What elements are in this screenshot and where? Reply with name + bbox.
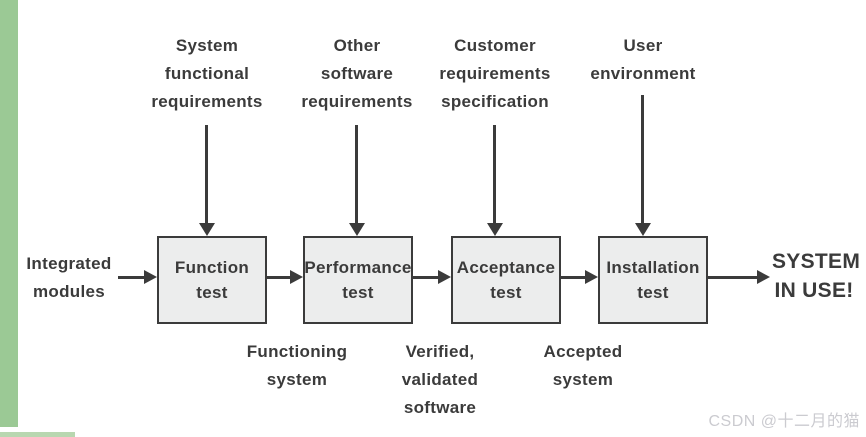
label-other-software-requirements: Other software requirements bbox=[301, 36, 413, 111]
arrow-down-icon bbox=[199, 223, 215, 236]
arrow-down-line bbox=[493, 125, 496, 223]
arrow-down-line bbox=[355, 125, 358, 223]
arrow-down-icon bbox=[635, 223, 651, 236]
arrow-right-line bbox=[267, 276, 291, 279]
label-accepted-system: Accepted system bbox=[543, 342, 623, 389]
arrow-right-icon bbox=[290, 270, 303, 284]
box-installation-test: Installation test bbox=[598, 236, 708, 324]
arrow-right-line bbox=[413, 276, 439, 279]
label-verified-validated-software: Verified, validated software bbox=[401, 342, 479, 417]
box-performance-test: Performance test bbox=[303, 236, 413, 324]
label-user-environment: User environment bbox=[590, 36, 696, 83]
arrow-right-icon bbox=[585, 270, 598, 284]
arrow-right-icon bbox=[757, 270, 770, 284]
arrow-down-line bbox=[205, 125, 208, 223]
arrow-right-line bbox=[118, 276, 145, 279]
arrow-right-line bbox=[708, 276, 758, 279]
arrow-right-line bbox=[561, 276, 586, 279]
box-acceptance-test: Acceptance test bbox=[451, 236, 561, 324]
arrow-right-icon bbox=[144, 270, 157, 284]
arrow-down-icon bbox=[487, 223, 503, 236]
label-integrated-modules: Integrated modules bbox=[26, 254, 112, 301]
arrow-down-icon bbox=[349, 223, 365, 236]
bottom-accent-strip bbox=[0, 432, 75, 437]
box-function-test: Function test bbox=[157, 236, 267, 324]
label-system-in-use: SYSTEM IN USE! bbox=[772, 250, 861, 302]
arrow-right-icon bbox=[438, 270, 451, 284]
label-customer-requirements-specification: Customer requirements specification bbox=[439, 36, 551, 111]
arrow-down-line bbox=[641, 95, 644, 223]
watermark: CSDN @十二月的猫 bbox=[708, 413, 860, 430]
label-system-functional-requirements: System functional requirements bbox=[151, 36, 263, 111]
label-functioning-system: Functioning system bbox=[246, 342, 348, 389]
left-accent-bar bbox=[0, 0, 18, 427]
